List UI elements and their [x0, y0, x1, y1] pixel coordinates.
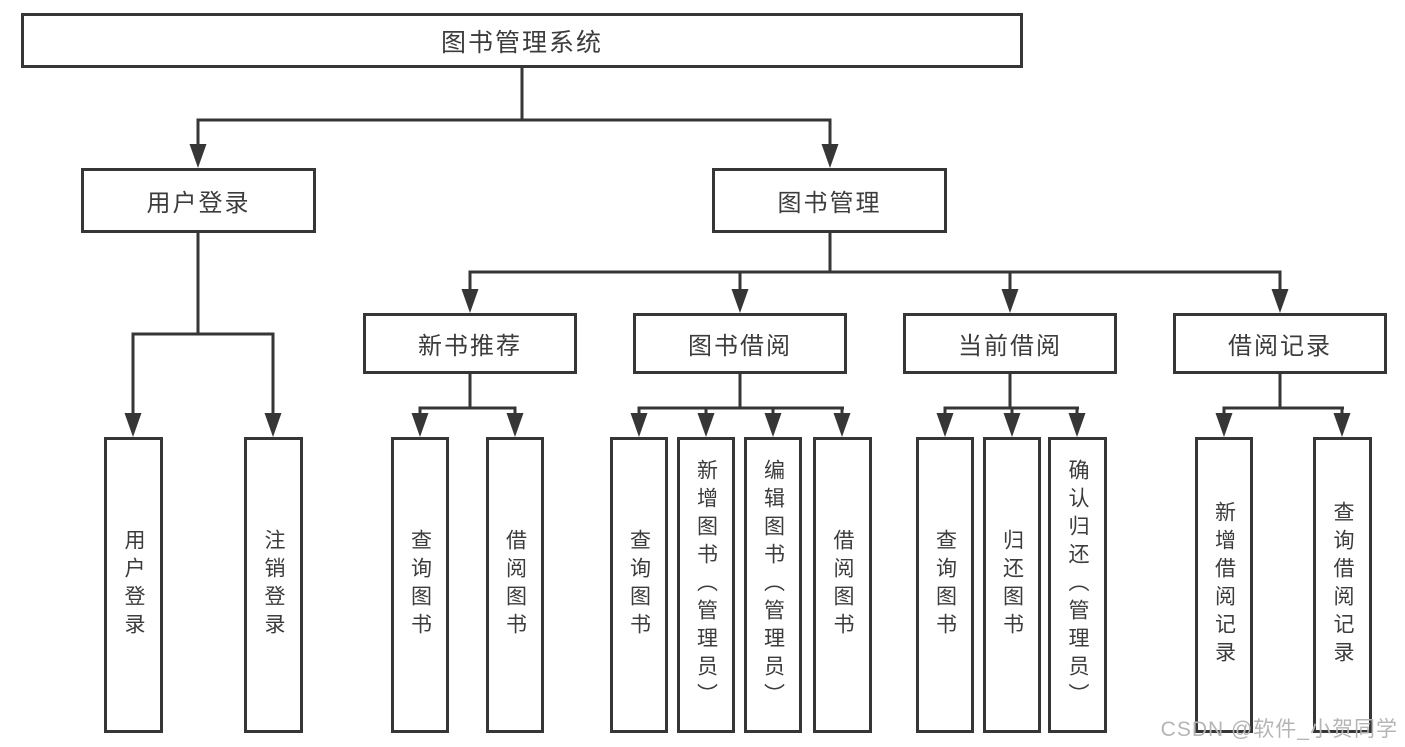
leaf-add-borrow-record: 新增借阅记录 [1195, 437, 1253, 733]
node-label: 图书管理 [777, 190, 882, 217]
leaf-return-books: 归还图书 [983, 437, 1041, 733]
leaf-label: 借阅图书 [503, 529, 527, 641]
node-label: 新书推荐 [418, 333, 522, 360]
leaf-user-login: 用户登录 [104, 437, 163, 733]
leaf-label: 借阅图书 [831, 529, 854, 641]
leaf-label: 注销登录 [262, 529, 285, 641]
node-book-borrowing: 图书借阅 [633, 313, 847, 374]
watermark: CSDN @软件_小贺同学 [1160, 718, 1398, 741]
leaf-label: 新增借阅记录 [1212, 501, 1236, 669]
leaf-query-books-recommend: 查询图书 [391, 437, 449, 733]
node-new-book-recommendation: 新书推荐 [363, 313, 577, 374]
leaf-borrow-books: 借阅图书 [813, 437, 872, 733]
node-library-management-system: 图书管理系统 [21, 13, 1023, 68]
node-label: 用户登录 [146, 190, 251, 217]
leaf-label: 用户登录 [122, 529, 145, 641]
leaf-query-books-current: 查询图书 [916, 437, 974, 733]
node-label: 图书管理系统 [440, 28, 603, 57]
leaf-label: 查询图书 [627, 529, 651, 641]
node-borrowing-records: 借阅记录 [1173, 313, 1387, 374]
leaf-add-books-admin: 新增图书（管理员） [677, 437, 735, 733]
leaf-label: 查询图书 [933, 529, 957, 641]
leaf-borrow-books-recommend: 借阅图书 [486, 437, 544, 733]
leaf-label: 查询图书 [408, 529, 432, 641]
leaf-query-borrow-record: 查询借阅记录 [1313, 437, 1372, 733]
leaf-edit-books-admin: 编辑图书（管理员） [744, 437, 802, 733]
leaf-label: 归还图书 [1000, 529, 1024, 641]
node-label: 图书借阅 [688, 333, 792, 360]
leaf-query-books-borrow: 查询图书 [610, 437, 668, 733]
leaf-label: 确认归还（管理员） [1066, 459, 1089, 711]
node-book-management: 图书管理 [712, 168, 947, 233]
leaf-logout: 注销登录 [244, 437, 303, 733]
leaf-confirm-return-admin: 确认归还（管理员） [1048, 437, 1107, 733]
node-label: 当前借阅 [958, 333, 1062, 360]
leaf-label: 新增图书（管理员） [694, 459, 718, 711]
node-label: 借阅记录 [1228, 333, 1332, 360]
node-user-login: 用户登录 [81, 168, 316, 233]
leaf-label: 编辑图书（管理员） [761, 459, 785, 711]
node-current-borrowing: 当前借阅 [903, 313, 1117, 374]
leaf-label: 查询借阅记录 [1331, 501, 1354, 669]
